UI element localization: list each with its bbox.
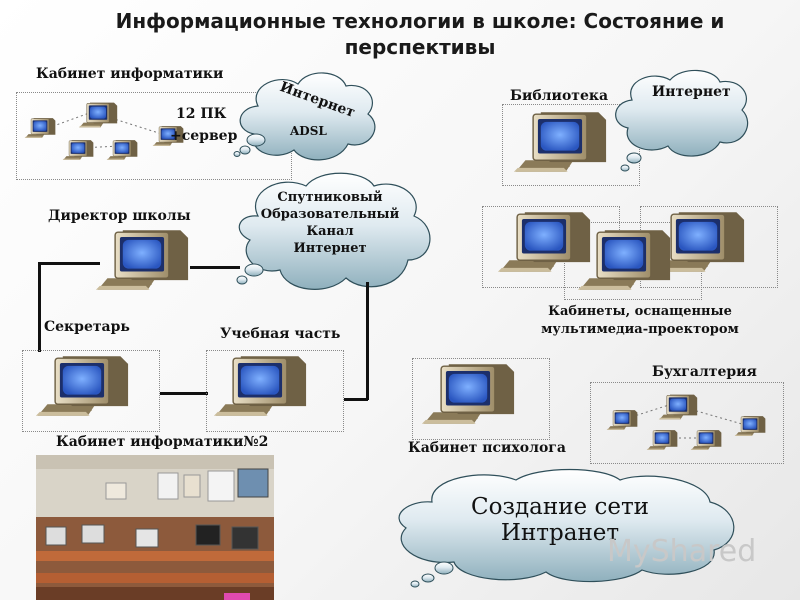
- satellite-line-3: Канал: [306, 224, 354, 239]
- network-line: [190, 266, 240, 269]
- server-label: +сервер: [170, 128, 238, 144]
- network-line: [160, 392, 208, 395]
- study-part-box: [206, 350, 344, 432]
- page-title: Информационные технологии в школе: Состо…: [115, 9, 725, 59]
- psychologist-box: [412, 358, 550, 440]
- computer-icon: [646, 428, 678, 452]
- label-library: Библиотека: [510, 88, 609, 104]
- internet-adsl-cloud: [233, 72, 376, 161]
- accounting-box: [590, 382, 784, 464]
- computer-icon: [606, 408, 638, 432]
- internet-library-cloud: [615, 69, 749, 172]
- label-study-part: Учебная часть: [220, 326, 341, 342]
- accounting-lan-links: [621, 403, 743, 439]
- satellite-cloud: [236, 172, 431, 290]
- label-cabinet-informatics-2: Кабинет информатики№2: [56, 434, 269, 450]
- computer-icon: [658, 392, 698, 422]
- label-psychologist: Кабинет психолога: [408, 440, 566, 456]
- computer-icon: [690, 428, 722, 452]
- intranet-text: Создание сети Интранет: [471, 494, 649, 546]
- label-cabinet-informatics: Кабинет информатики: [36, 66, 224, 82]
- internet-library-title: Интернет: [652, 84, 731, 100]
- satellite-line-1: Спутниковый: [277, 190, 383, 205]
- label-secretary: Секретарь: [44, 319, 130, 335]
- pc-count-label: 12 ПК: [176, 106, 227, 122]
- computer-icon: [734, 414, 766, 438]
- watermark-logo: MyShared: [607, 534, 757, 569]
- network-line: [366, 282, 369, 400]
- network-line: [344, 398, 368, 401]
- satellite-line-2: Образовательный: [260, 207, 400, 222]
- secretary-box: [22, 350, 160, 432]
- label-multimedia-line-1: Кабинеты, оснащенные: [548, 304, 732, 319]
- label-multimedia-line-2: мультимедиа-проектором: [541, 322, 739, 337]
- internet-adsl-subtitle: ADSL: [290, 124, 327, 138]
- network-line: [40, 262, 100, 265]
- satellite-line-4: Интернет: [293, 241, 367, 256]
- network-line: [38, 262, 41, 352]
- classroom-photo: [36, 455, 274, 600]
- label-director: Директор школы: [48, 208, 191, 224]
- intranet-cloud: [398, 468, 735, 588]
- label-accounting: Бухгалтерия: [652, 364, 757, 380]
